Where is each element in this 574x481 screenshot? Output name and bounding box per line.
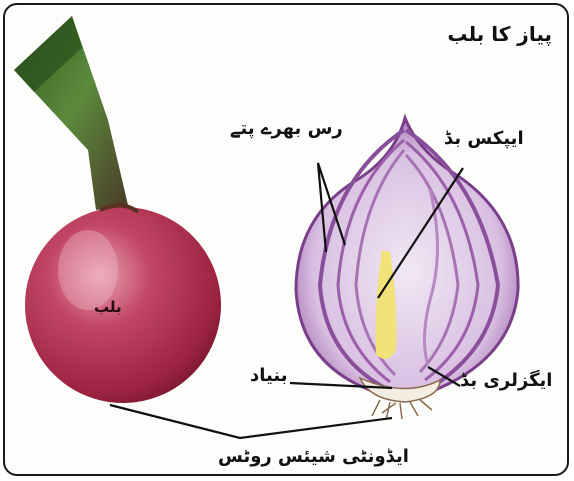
label-bulb: بلب [94, 298, 122, 316]
leader-roots [110, 405, 392, 438]
label-axillary-bud: ایگزلری بڈ [460, 370, 552, 391]
label-apex-bud: ایپکس بڈ [444, 128, 524, 149]
bulb-body [25, 207, 221, 403]
label-base: بنیاد [250, 365, 287, 386]
label-adventitious-roots: ایڈونٹی شیئس روٹس [218, 446, 409, 467]
label-fleshy-scales: رس بھرے پتے [230, 118, 343, 139]
section-outline [296, 118, 518, 396]
section-roots [372, 400, 432, 420]
whole-onion-bulb [14, 16, 221, 403]
diagram-title: پیاز کا بلب [447, 22, 552, 46]
